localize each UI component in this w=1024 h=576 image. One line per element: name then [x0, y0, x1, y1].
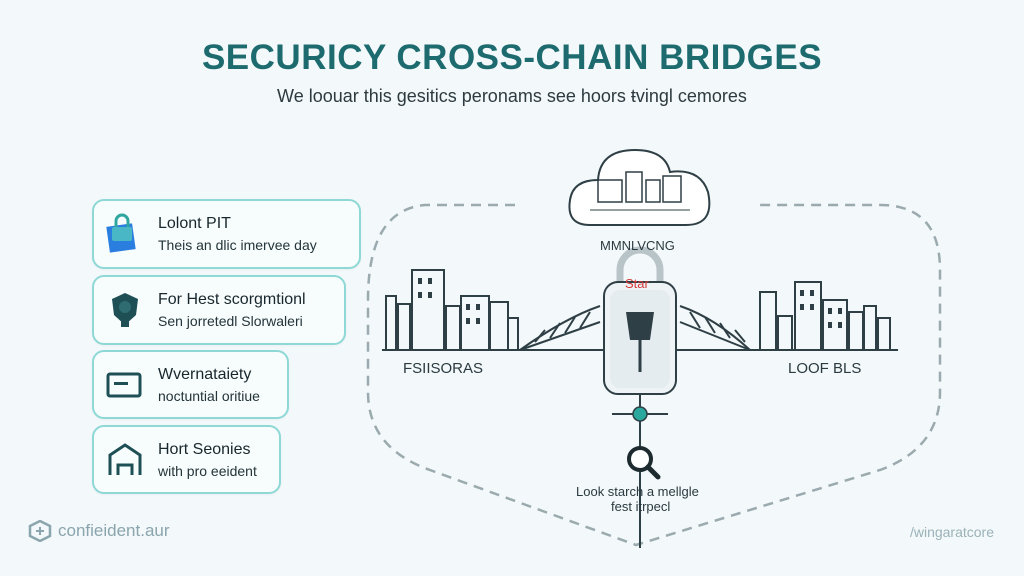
card-1-text: Theis an dlic imervee day — [158, 237, 317, 253]
brand-icon — [28, 520, 52, 542]
cloud-datacenter-icon — [568, 148, 711, 226]
page-subtitle: We loouar this gesitics peronams see hoo… — [277, 86, 747, 106]
left-city-label: FSIISORAS — [403, 360, 484, 377]
padlock-icon — [603, 246, 677, 395]
card-2-title: For Hest scorgmtionl — [158, 291, 306, 308]
search-caption-line1: Look starch a mellgle — [576, 484, 699, 499]
dashed-boundary — [366, 203, 942, 547]
corner-watermark: /wingaratcore — [909, 524, 994, 540]
brand-name: confieident.aur — [58, 521, 170, 540]
feature-card-3[interactable]: Wvernataiety noctuntial oritiue — [92, 350, 289, 419]
magnifier-icon — [627, 446, 661, 480]
right-city-label: LOOF BLS — [788, 360, 862, 377]
feature-card-2[interactable]: For Hest scorgmtionl Sen jorretedl Slorw… — [92, 275, 346, 345]
card-1-title: Lolont PIT — [158, 215, 231, 232]
search-caption-line2: fest itrpecl — [611, 499, 671, 514]
feature-card-4[interactable]: Hort Seonies with pro eeident — [92, 425, 281, 494]
brand-logo: confieident.aur — [28, 520, 170, 542]
card-3-text: noctuntial oritiue — [158, 388, 260, 404]
left-city-skyline — [385, 269, 519, 351]
card-4-text: with pro eeident — [158, 463, 257, 479]
card-4-title: Hort Seonies — [158, 441, 251, 458]
card-3-title: Wvernataiety — [158, 366, 252, 383]
page-title: SECURICY CROSS-CHAIN BRIDGES — [201, 38, 823, 77]
lock-label: Star — [625, 276, 649, 291]
house-icon — [108, 442, 142, 475]
monitor-icon — [106, 372, 142, 397]
blue-square-lock-icon — [106, 213, 136, 253]
feature-card-1[interactable]: Lolont PIT Theis an dlic imervee day — [92, 199, 361, 269]
bridge-structure — [519, 305, 751, 351]
cloud-label: MMNLVCNG — [600, 238, 675, 253]
right-city-skyline — [759, 281, 891, 351]
card-2-text: Sen jorretedl Slorwaleri — [158, 313, 303, 329]
network-node-icon — [632, 406, 648, 422]
shield-badge-icon — [112, 293, 138, 327]
